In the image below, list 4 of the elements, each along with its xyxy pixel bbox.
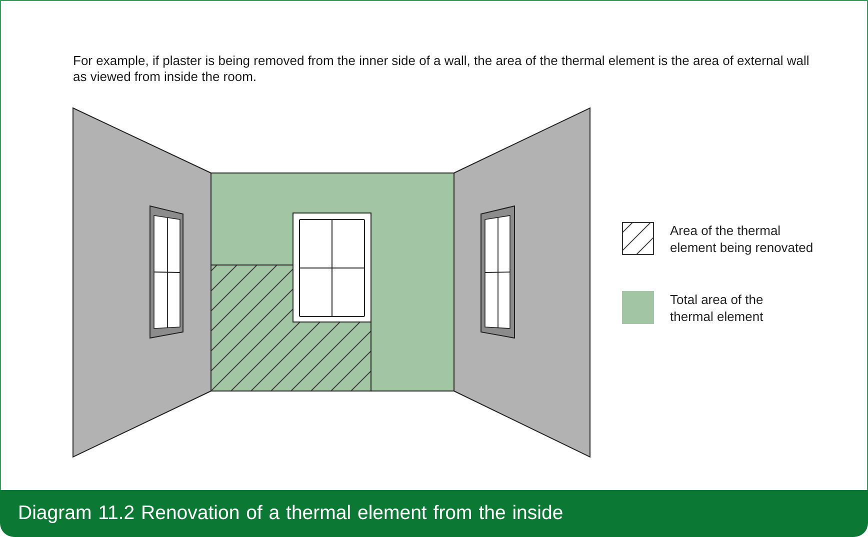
intro-text: For example, if plaster is being removed from the inner side of a wall, the area of the thermal element is the area of external wall as viewed from inside the room. <box>73 53 810 85</box>
caption-text: Diagram 11.2 Renovation of a thermal element from the inside <box>18 501 564 525</box>
legend-label: Total area of the thermal element <box>670 291 764 325</box>
legend-label: Area of the thermal element being renovated <box>670 222 814 256</box>
